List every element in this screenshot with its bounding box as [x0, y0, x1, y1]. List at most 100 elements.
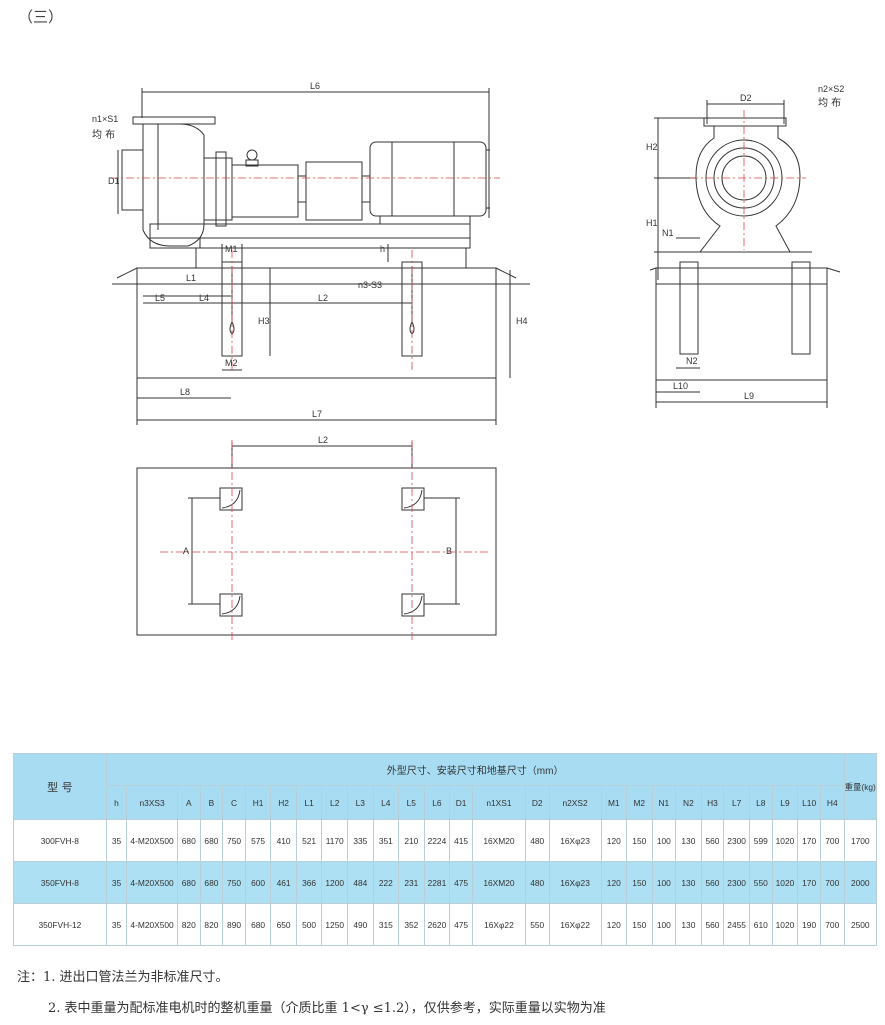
label-n1: N1 [662, 228, 674, 238]
table-cell: 750 [222, 819, 246, 862]
table-cell: 100 [651, 903, 677, 946]
column-header: L6 [423, 785, 451, 820]
table-cell: 315 [372, 903, 400, 946]
column-header: B [199, 785, 224, 820]
table-cell: 352 [398, 903, 425, 946]
label-h2: H2 [646, 142, 658, 152]
label-l2: L2 [318, 293, 328, 303]
table-cell: 410 [270, 819, 297, 862]
column-header: L10 [797, 785, 821, 820]
table-cell: 480 [524, 861, 550, 904]
label-a: A [183, 546, 189, 556]
table-cell: 484 [347, 861, 374, 904]
table-cell: 100 [651, 861, 677, 904]
column-header: L8 [748, 785, 773, 820]
column-header: D1 [449, 785, 473, 820]
table-cell: 231 [398, 861, 425, 904]
table-cell: 560 [700, 903, 725, 946]
weight-cell: 2500 [843, 903, 878, 946]
table-cell: 550 [748, 861, 773, 904]
table-cell: 1250 [321, 903, 349, 946]
column-header: N1 [651, 785, 677, 820]
table-cell: 490 [347, 903, 374, 946]
table-cell: 2281 [423, 861, 451, 904]
table-cell: 575 [244, 819, 272, 862]
table-cell: 890 [222, 903, 246, 946]
table-cell: 130 [675, 903, 702, 946]
model-cell: 300FVH-8 [13, 819, 107, 862]
table-cell: 366 [295, 861, 323, 904]
table-cell: 680 [199, 861, 224, 904]
model-cell: 350FVH-12 [13, 903, 107, 946]
table-cell: 210 [398, 819, 425, 862]
table-cell: 550 [524, 903, 550, 946]
table-cell: 500 [295, 903, 323, 946]
label-n3s3: n3-S3 [358, 280, 382, 290]
table-cell: 222 [372, 861, 400, 904]
table-cell: 4-M20X500 [126, 819, 178, 862]
weight-cell: 1700 [843, 819, 878, 862]
table-cell: 16XM20 [471, 861, 526, 904]
label-l4: L4 [199, 293, 209, 303]
column-header: H3 [700, 785, 725, 820]
table-cell: 750 [222, 861, 246, 904]
table-cell: 2455 [723, 903, 750, 946]
table-cell: 1020 [771, 903, 799, 946]
label-l10: L10 [673, 381, 688, 391]
table-cell: 190 [797, 903, 821, 946]
column-header: n2XS2 [548, 785, 602, 820]
table-cell: 610 [748, 903, 773, 946]
model-header: 型 号 [13, 753, 107, 820]
table-cell: 150 [626, 903, 653, 946]
table-cell: 16Xφ22 [548, 903, 602, 946]
column-header: L3 [347, 785, 374, 820]
table-cell: 120 [600, 903, 628, 946]
label-n2: N2 [686, 356, 698, 366]
table-cell: 351 [372, 819, 400, 862]
label-l7: L7 [312, 409, 322, 419]
table-cell: 461 [270, 861, 297, 904]
table-cell: 820 [199, 903, 224, 946]
table-cell: 4-M20X500 [126, 861, 178, 904]
column-header: L5 [398, 785, 425, 820]
label-n2s2: n2×S2 [818, 84, 844, 94]
table-cell: 2300 [723, 861, 750, 904]
weight-cell: 2000 [843, 861, 878, 904]
table-cell: 170 [797, 861, 821, 904]
column-header: L1 [295, 785, 323, 820]
column-header: L9 [771, 785, 799, 820]
note-2: 2. 表中重量为配标准电机时的整机重量（介质比重 1<γ ≤1.2），仅供参考，… [48, 1001, 606, 1016]
table-cell: 2620 [423, 903, 451, 946]
column-header: h [105, 785, 128, 820]
column-header: n3XS3 [126, 785, 178, 820]
label-l6: L6 [310, 81, 320, 91]
table-cell: 680 [176, 861, 201, 904]
column-header: L4 [372, 785, 400, 820]
table-cell: 650 [270, 903, 297, 946]
table-cell: 415 [449, 819, 473, 862]
table-cell: 335 [347, 819, 374, 862]
column-header: A [176, 785, 201, 820]
table-cell: 600 [244, 861, 272, 904]
table-cell: 820 [176, 903, 201, 946]
table-cell: 120 [600, 861, 628, 904]
table-cell: 680 [244, 903, 272, 946]
table-cell: 560 [700, 819, 725, 862]
table-cell: 700 [819, 819, 845, 862]
column-header: M1 [600, 785, 628, 820]
table-cell: 35 [105, 861, 128, 904]
label-b: B [446, 546, 452, 556]
column-header: H4 [819, 785, 845, 820]
column-header: N2 [675, 785, 702, 820]
label-d1: D1 [108, 176, 120, 186]
table-cell: 16Xφ23 [548, 861, 602, 904]
column-header: D2 [524, 785, 550, 820]
label-d2: D2 [740, 93, 752, 103]
table-cell: 599 [748, 819, 773, 862]
label-m2: M2 [225, 358, 238, 368]
table-cell: 16Xφ22 [471, 903, 526, 946]
column-header: L2 [321, 785, 349, 820]
